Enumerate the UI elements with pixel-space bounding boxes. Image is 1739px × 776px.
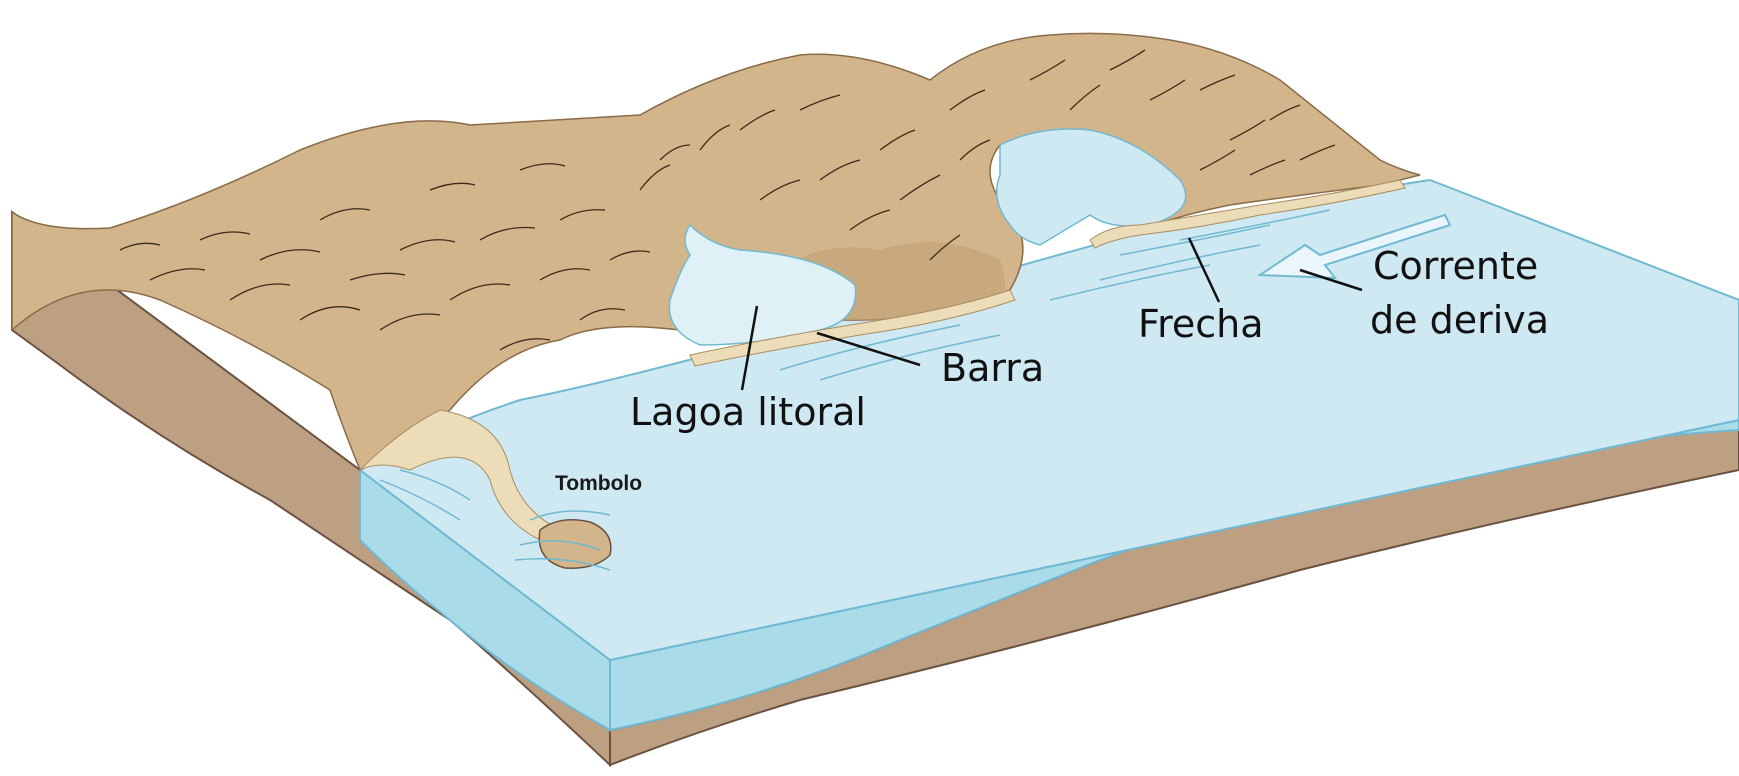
label-corrente: Corrente [1373, 246, 1538, 288]
label-de-deriva: de deriva [1370, 300, 1549, 342]
label-tombolo: Tombolo [555, 472, 642, 495]
label-barra: Barra [941, 348, 1044, 390]
label-lagoa-litoral: Lagoa litoral [630, 392, 866, 434]
label-frecha: Frecha [1138, 304, 1264, 346]
